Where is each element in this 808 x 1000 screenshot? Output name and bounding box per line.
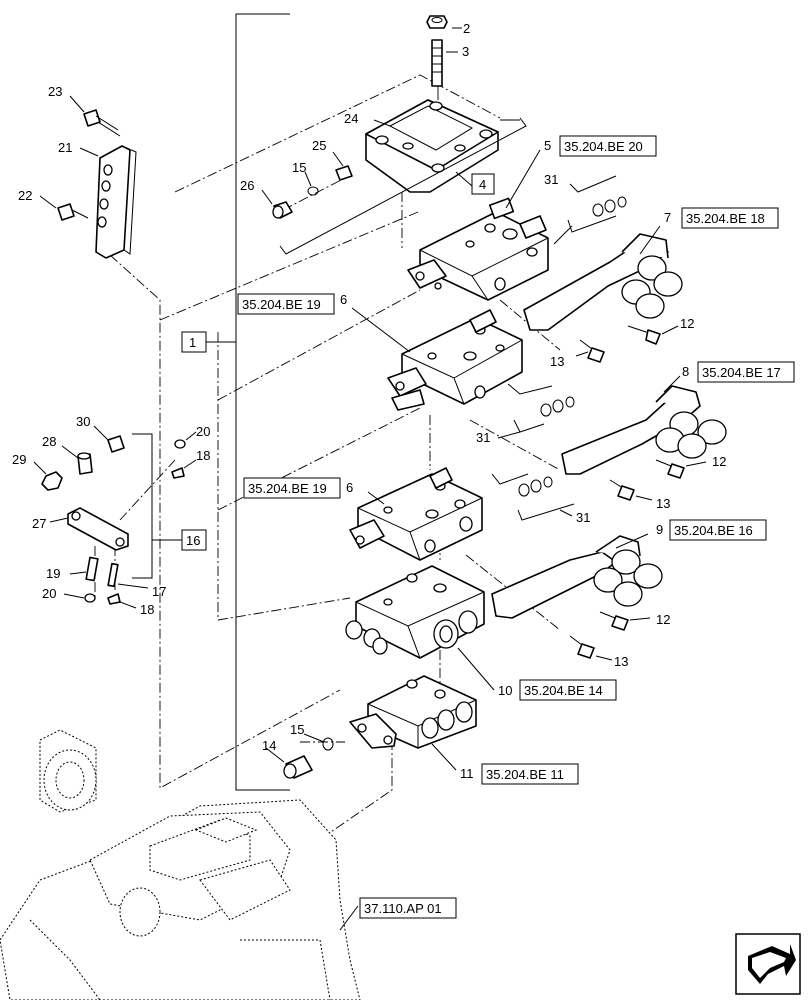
lever-handle-part-9: 9 35.204.BE 16: [491, 519, 767, 619]
callout-3: 3: [462, 44, 469, 59]
callout-7: 7: [664, 210, 671, 225]
callout-24: 24: [344, 111, 358, 126]
callout-6-upper: 6: [340, 292, 347, 307]
ref-35-204-be-19-upper: 35.204.BE 19: [242, 297, 321, 312]
screw-part-13-bottom: 13: [569, 635, 628, 669]
lever-handle-part-7: 7 35.204.BE 18: [523, 207, 779, 331]
screw-part-13-top: 13: [550, 339, 605, 369]
callout-15-top: 15: [292, 160, 306, 175]
ref-35-204-be-19-lower: 35.204.BE 19: [248, 481, 327, 496]
callout-11: 11: [460, 766, 474, 781]
callout-10: 10: [498, 683, 512, 698]
bolt-part-22: 22: [18, 188, 89, 221]
o-rings-part-31-top: 31: [544, 172, 627, 245]
ring-part-20-top: 20: [174, 424, 210, 449]
housing-reference: 37.110.AP 01: [339, 897, 457, 931]
screw-part-12-top: 12: [627, 316, 694, 345]
screw-part-12-bottom: 12: [599, 611, 670, 631]
bracket-part-21: 21: [58, 140, 137, 259]
callout-23: 23: [48, 84, 62, 99]
o-rings-part-31-bottom: 31: [491, 473, 590, 525]
callout-18-top: 18: [196, 448, 210, 463]
sub-assembly-bracket-16: 16: [132, 433, 207, 579]
screw-part-13-middle: 13: [609, 479, 670, 511]
ring-part-20-bottom: 20: [42, 586, 96, 603]
callout-12-bottom: 12: [656, 612, 670, 627]
ref-35-204-be-17: 35.204.BE 17: [702, 365, 781, 380]
pin-part-17: 17: [107, 562, 166, 599]
pin-part-28: 28: [42, 434, 93, 475]
o-ring-part-15-bottom: 15: [290, 722, 334, 751]
screw-part-12-middle: 12: [655, 454, 726, 479]
fitting-part-26: 26: [240, 178, 293, 219]
callout-30: 30: [76, 414, 90, 429]
valve-section-part-10: 10 35.204.BE 14: [345, 565, 617, 701]
callout-26: 26: [240, 178, 254, 193]
callout-31-middle: 31: [476, 430, 490, 445]
callout-17: 17: [152, 584, 166, 599]
cover-plate-part-24: 24 4: [279, 99, 527, 255]
callout-13-top: 13: [550, 354, 564, 369]
lever-handle-part-8: 8 35.204.BE 17: [561, 361, 795, 475]
callout-25: 25: [312, 138, 326, 153]
nut-part-2: 2: [426, 15, 470, 36]
callout-13-bottom: 13: [614, 654, 628, 669]
o-ring-part-15-top: 15: [292, 160, 319, 196]
link-part-27: 27: [32, 507, 129, 551]
rear-axle-housing: [0, 729, 361, 1000]
ref-35-204-be-16: 35.204.BE 16: [674, 523, 753, 538]
ref-35-204-be-18: 35.204.BE 18: [686, 211, 765, 226]
pin-part-19: 19: [46, 556, 99, 582]
plug-part-25: 25: [312, 138, 353, 181]
callout-29: 29: [12, 452, 26, 467]
stud-part-3: 3: [431, 39, 469, 87]
bolt-part-23: 23: [48, 84, 121, 137]
callout-27: 27: [32, 516, 46, 531]
callout-19: 19: [46, 566, 60, 581]
ref-37-110-ap-01: 37.110.AP 01: [364, 901, 442, 916]
callout-5: 5: [544, 138, 551, 153]
callout-12-top: 12: [680, 316, 694, 331]
valve-section-part-6-upper: 6 35.204.BE 19: [237, 292, 523, 411]
assembly-bracket: 1: [181, 13, 290, 791]
valve-section-part-6-lower: 6 35.204.BE 19: [243, 467, 483, 561]
next-page-arrow-icon[interactable]: [735, 933, 801, 995]
callout-6-lower: 6: [346, 480, 353, 495]
callout-4: 4: [479, 177, 486, 192]
o-rings-part-31-middle: 31: [476, 383, 575, 445]
clip-part-18-bottom: 18: [107, 593, 154, 617]
callout-9: 9: [656, 522, 663, 537]
callout-15-bottom: 15: [290, 722, 304, 737]
callout-12-middle: 12: [712, 454, 726, 469]
clip-part-18-top: 18: [171, 448, 210, 479]
callout-22: 22: [18, 188, 32, 203]
callout-13-middle: 13: [656, 496, 670, 511]
callout-18-bottom: 18: [140, 602, 154, 617]
grease-fitting-part-30: 30: [76, 414, 125, 453]
callout-31-top: 31: [544, 172, 558, 187]
valve-section-part-5: 5 35.204.BE 20: [407, 135, 657, 301]
callout-31-bottom: 31: [576, 510, 590, 525]
ref-35-204-be-20: 35.204.BE 20: [564, 139, 643, 154]
callout-16: 16: [186, 533, 200, 548]
callout-1: 1: [189, 335, 196, 350]
ref-35-204-be-11: 35.204.BE 11: [486, 767, 564, 782]
fitting-part-29: 29: [12, 452, 63, 491]
ref-35-204-be-14: 35.204.BE 14: [524, 683, 603, 698]
plug-part-14: 14: [262, 738, 313, 779]
callout-28: 28: [42, 434, 56, 449]
callout-14: 14: [262, 738, 276, 753]
callout-21: 21: [58, 140, 72, 155]
callout-2: 2: [463, 21, 470, 36]
callout-8: 8: [682, 364, 689, 379]
callout-20-bottom: 20: [42, 586, 56, 601]
callout-20-top: 20: [196, 424, 210, 439]
end-cover-part-11: 11 35.204.BE 11: [349, 675, 579, 785]
